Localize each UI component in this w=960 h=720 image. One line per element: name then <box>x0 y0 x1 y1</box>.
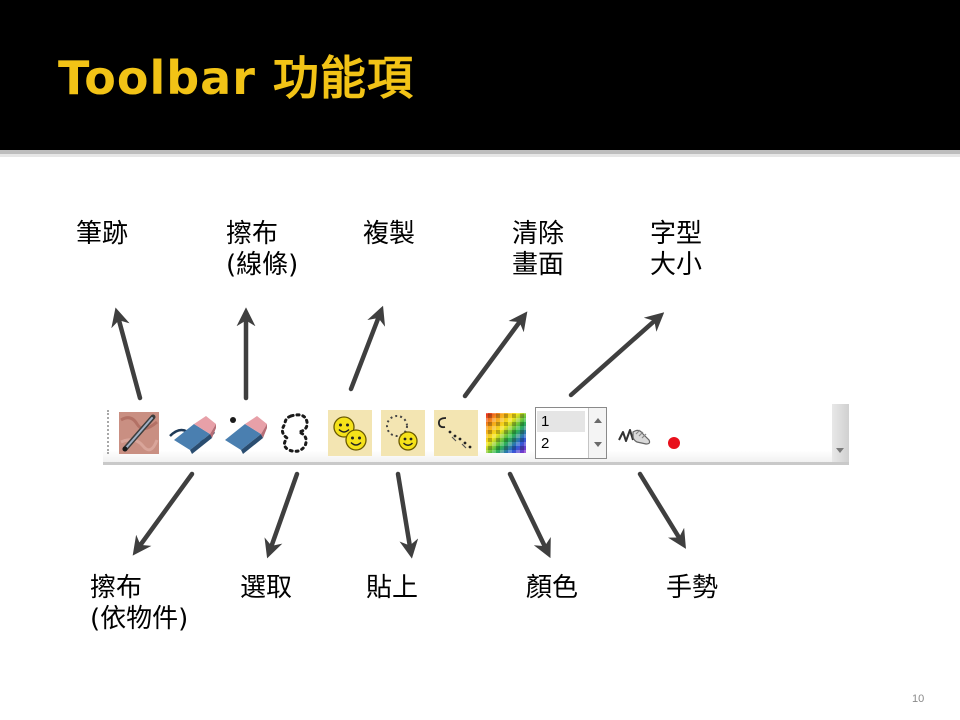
spin-down-icon[interactable] <box>594 442 602 447</box>
label-eraser-object: 擦布 (依物件) <box>90 573 188 635</box>
lasso-select-icon <box>280 413 309 453</box>
toolbar-grip[interactable] <box>107 410 109 454</box>
label-eraser-stroke: 擦布 (線條) <box>226 219 298 281</box>
label-paste: 貼上 <box>366 573 418 604</box>
label-eraser-stroke-line2: (線條) <box>226 250 299 280</box>
pen-button[interactable] <box>117 410 161 456</box>
eraser-object-icon <box>225 416 267 454</box>
color-palette-icon <box>486 413 526 453</box>
label-pen: 筆跡 <box>76 219 128 250</box>
label-clear-line1: 清除 <box>512 219 565 249</box>
clear-canvas-icon <box>437 417 472 449</box>
label-select: 選取 <box>240 573 292 604</box>
font-size-stepper[interactable]: 1 2 <box>535 407 607 459</box>
font-size-spin-buttons <box>588 408 606 458</box>
arrow-font-size <box>568 312 665 398</box>
paste-smiley-icon <box>386 415 418 451</box>
arrow-select <box>264 471 300 559</box>
label-select-text: 選取 <box>240 573 293 603</box>
red-dot-icon[interactable] <box>667 436 681 450</box>
arrow-eraser-object <box>132 471 195 556</box>
label-gesture: 手勢 <box>666 573 718 604</box>
header-divider <box>0 150 960 154</box>
eraser-stroke-button[interactable] <box>168 410 216 456</box>
label-eraser-object-line1: 擦布 <box>90 573 143 603</box>
font-size-selected-row <box>537 411 585 432</box>
arrow-gesture <box>637 471 686 549</box>
arrow-paste <box>395 471 419 559</box>
paste-button[interactable] <box>381 410 425 456</box>
eraser-stroke-icon <box>169 416 216 454</box>
font-size-option-2[interactable]: 2 <box>541 435 550 452</box>
slide-title: Toolbar 功能項 <box>58 51 414 105</box>
label-color-text: 顏色 <box>526 573 579 603</box>
arrow-copy <box>348 305 386 392</box>
label-copy: 複製 <box>363 219 415 250</box>
label-clear: 清除 畫面 <box>512 219 564 281</box>
font-size-option-1[interactable]: 1 <box>541 413 550 430</box>
label-copy-text: 複製 <box>363 219 416 249</box>
label-gesture-text: 手勢 <box>666 573 719 603</box>
gesture-button[interactable] <box>613 410 657 456</box>
clear-canvas-button[interactable] <box>434 410 478 456</box>
label-color: 顏色 <box>526 573 578 604</box>
label-font-size: 字型 大小 <box>650 219 702 281</box>
overflow-chevron-icon <box>836 448 844 453</box>
color-button[interactable] <box>484 410 528 456</box>
gesture-icon <box>618 429 651 445</box>
label-eraser-object-line2: (依物件) <box>90 604 189 634</box>
label-clear-line2: 畫面 <box>512 250 565 280</box>
arrow-clear <box>462 311 528 399</box>
copy-button[interactable] <box>328 410 372 456</box>
eraser-object-button[interactable] <box>221 410 267 456</box>
select-button[interactable] <box>275 410 319 456</box>
slide-header: Toolbar 功能項 <box>0 0 960 150</box>
label-paste-text: 貼上 <box>366 573 419 603</box>
toolbar-overflow-handle[interactable] <box>832 404 849 462</box>
arrow-pen <box>111 307 143 401</box>
label-pen-text: 筆跡 <box>76 219 129 249</box>
ink-toolbar: 1 2 <box>103 404 849 465</box>
label-eraser-stroke-line1: 擦布 <box>226 219 279 249</box>
label-font-size-line1: 字型 <box>650 219 703 249</box>
arrow-color <box>507 471 551 559</box>
spin-up-icon[interactable] <box>594 418 602 423</box>
header-divider-light <box>0 154 960 157</box>
copy-smiley-icon <box>333 416 367 451</box>
label-font-size-line2: 大小 <box>650 250 703 280</box>
page-number: 10 <box>912 693 925 705</box>
pen-tool-icon <box>119 412 159 454</box>
